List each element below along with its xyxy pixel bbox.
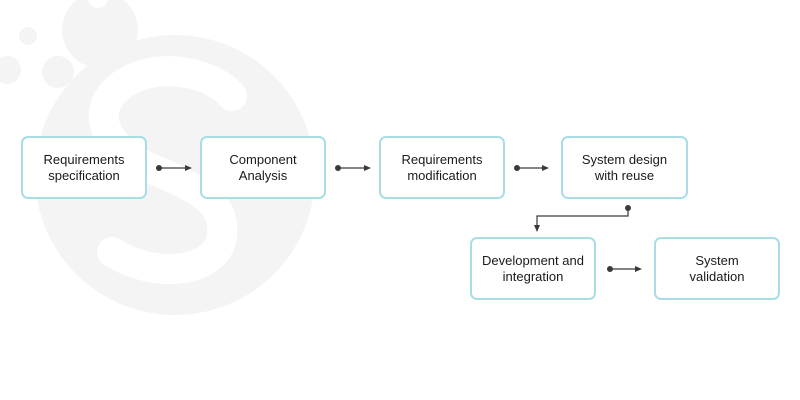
connector-requirements-modification-to-system-design xyxy=(514,165,549,171)
s-logo-watermark-icon xyxy=(0,0,315,315)
node-system-design-with-reuse: System design with reuse xyxy=(561,136,688,199)
connector-component-analysis-to-requirements-modification xyxy=(335,165,371,171)
node-component-analysis: Component Analysis xyxy=(200,136,326,199)
node-requirements-modification: Requirements modification xyxy=(379,136,505,199)
connector-system-design-to-development-and-integration xyxy=(534,205,631,232)
node-system-validation: System validation xyxy=(654,237,780,300)
connector-development-and-integration-to-system-validation xyxy=(607,266,642,272)
connector-requirements-specification-to-component-analysis xyxy=(156,165,192,171)
node-requirements-specification: Requirements specification xyxy=(21,136,147,199)
node-development-and-integration: Development and integration xyxy=(470,237,596,300)
